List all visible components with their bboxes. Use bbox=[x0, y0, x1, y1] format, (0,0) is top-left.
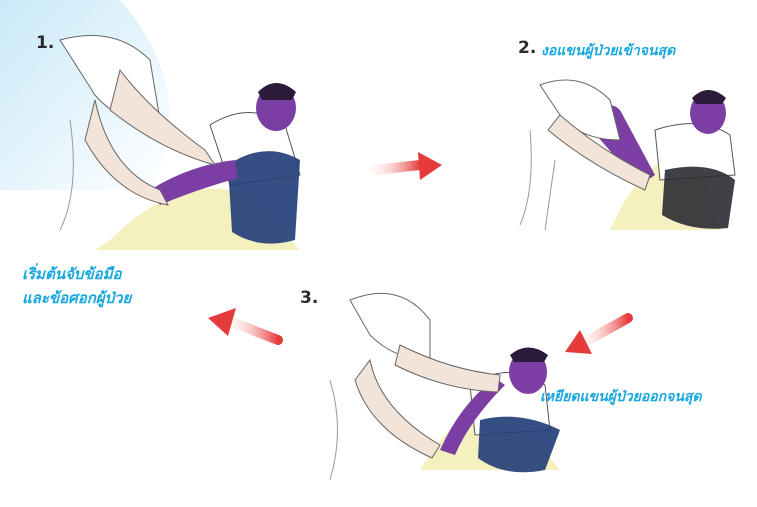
step-1-caption: เริ่มต้นจับข้อมือ และข้อศอกผู้ป่วย bbox=[22, 262, 131, 310]
scene-1-start-grip bbox=[60, 36, 300, 251]
step-1-caption-line-1: เริ่มต้นจับข้อมือ bbox=[22, 262, 131, 286]
step-3-caption-line-1: เหยียดแขนผู้ป่วยออกจนสุด bbox=[540, 386, 702, 408]
scene-2-flex-arm bbox=[520, 80, 735, 230]
step-3-number: 3. bbox=[300, 288, 318, 308]
step-2-caption-line-1: งอแขนผู้ป่วยเข้าจนสุด bbox=[541, 40, 675, 62]
arrow-step2-to-step3 bbox=[565, 318, 628, 354]
scene-3-extend-arm bbox=[330, 293, 560, 480]
step-1-number: 1. bbox=[36, 33, 54, 53]
step-2-number: 2. bbox=[518, 38, 536, 58]
arrow-step1-to-step2 bbox=[375, 152, 442, 180]
step-2-caption: งอแขนผู้ป่วยเข้าจนสุด bbox=[541, 40, 675, 62]
arrow-step3-to-step1 bbox=[208, 308, 278, 340]
step-3-caption: เหยียดแขนผู้ป่วยออกจนสุด bbox=[540, 386, 702, 408]
step-1-caption-line-2: และข้อศอกผู้ป่วย bbox=[22, 286, 131, 310]
